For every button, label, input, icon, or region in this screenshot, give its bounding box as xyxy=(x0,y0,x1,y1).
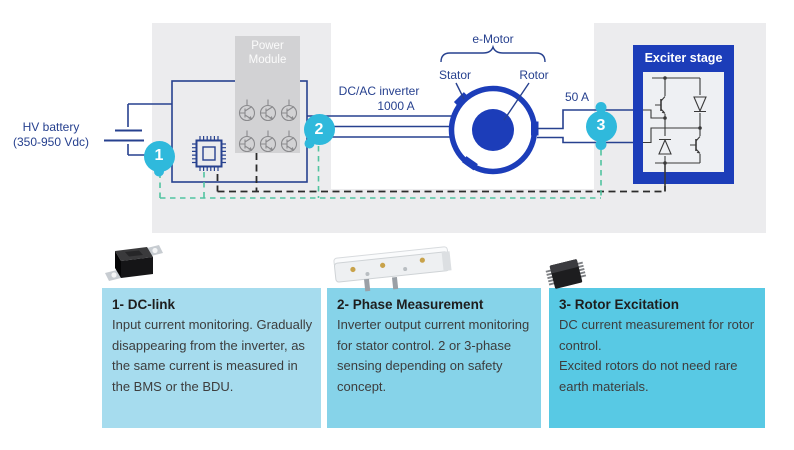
transistor-icon xyxy=(238,99,256,122)
panel-3-title: 3- Rotor Excitation xyxy=(559,297,680,312)
panel-3-body: DC current measurement for rotor control… xyxy=(559,317,755,353)
panel-1-title: 1- DC-link xyxy=(112,297,176,312)
stator-label: Stator xyxy=(438,68,471,82)
badge-3-number: 3 xyxy=(596,117,606,134)
rotor-sensor-chip-photo xyxy=(545,259,587,289)
power-module-label: Power Module xyxy=(248,40,287,66)
battery-symbol xyxy=(104,103,172,156)
stator-notch xyxy=(453,92,470,108)
transistor-icon xyxy=(259,130,277,153)
hv-battery-label: HV battery (350-950 Vdc) xyxy=(12,120,90,149)
stator-pointer-line xyxy=(455,82,465,100)
power-transistor-icons xyxy=(238,99,298,153)
stator-notch xyxy=(462,156,478,171)
panel-phase-measurement: 2- Phase Measurement Inverter output cur… xyxy=(327,288,541,428)
dcac-inverter-label: DC/AC inverter xyxy=(338,84,420,98)
exciter-hbridge-circuit xyxy=(643,76,707,186)
rotor-current-label: 50 A xyxy=(564,90,590,104)
transistor-icon xyxy=(238,130,256,153)
panel-1-body: Input current monitoring. Gradually disa… xyxy=(112,317,313,394)
panel-3-body-2: Excited rotors do not need rare earth ma… xyxy=(559,358,738,394)
phase-sensor-photo xyxy=(333,246,452,292)
measurement-badge-1: 1 xyxy=(143,140,175,172)
control-signal-dashed-lines xyxy=(159,146,666,199)
transistor-icon xyxy=(280,99,298,122)
rotor-pointer-line xyxy=(503,82,530,121)
panel-2-body: Inverter output current monitoring for s… xyxy=(337,317,530,394)
current-sensor-photo xyxy=(105,245,163,281)
panel-rotor-excitation: 3- Rotor Excitation DC current measureme… xyxy=(549,288,765,428)
measurement-badge-2: 2 xyxy=(303,114,335,145)
transistor-icon xyxy=(280,130,298,153)
mcu-chip-icon xyxy=(192,136,226,171)
panel-dc-link: 1- DC-link Input current monitoring. Gra… xyxy=(102,288,321,428)
circuit-diagram xyxy=(104,36,734,199)
exciter-stage-box xyxy=(633,45,734,186)
emotor-label: e-Motor xyxy=(472,32,514,46)
dcac-inverter-current-label: 1000 A xyxy=(377,99,415,113)
rotor-notch xyxy=(531,121,539,136)
badge-2-number: 2 xyxy=(314,120,324,138)
transistor-icon xyxy=(259,99,277,122)
emotor-brace xyxy=(440,44,546,63)
motor-symbol xyxy=(440,44,546,175)
rotor-label: Rotor xyxy=(519,68,549,82)
panel-2-title: 2- Phase Measurement xyxy=(337,297,484,312)
badge-1-number: 1 xyxy=(154,147,164,164)
measurement-badge-3: 3 xyxy=(585,110,617,142)
exciter-stage-label: Exciter stage xyxy=(644,51,723,65)
